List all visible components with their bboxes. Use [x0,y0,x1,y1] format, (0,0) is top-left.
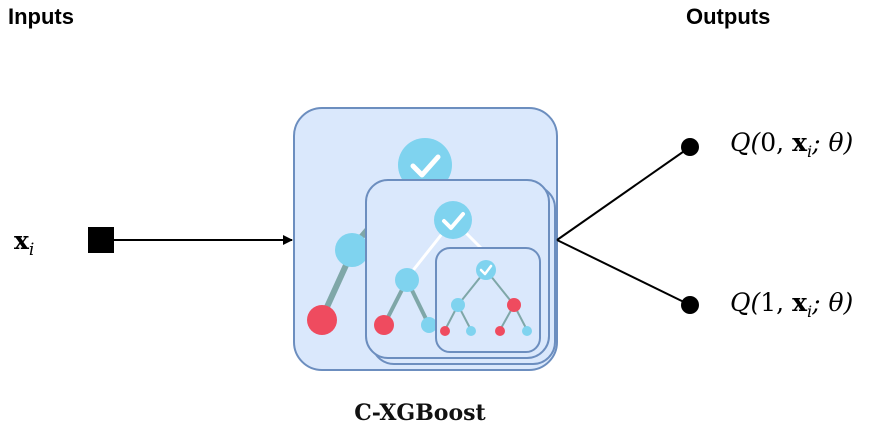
check-icon [410,154,441,178]
input-vector-label: xi [14,226,34,260]
tree-medium-root-check-node [434,201,472,239]
output-edge-0 [556,146,691,241]
output-1-mid: , [776,288,793,317]
output-node-0 [681,138,699,156]
check-icon [479,264,493,276]
output-0-suffix: ; θ) [812,128,854,157]
tree-small-leaf [440,326,450,336]
tree-large-node [335,233,369,267]
input-node-square [88,227,114,253]
tree-small-node [507,298,521,312]
model-box-inner [435,247,541,353]
model-caption: C-XGBoost [354,400,486,426]
output-1-vec: x [792,288,807,317]
output-q-value-0: Q(0, xi; θ) [730,128,853,161]
tree-medium-icon [374,201,500,335]
tree-small-icon [440,260,532,336]
inputs-heading: Inputs [8,4,74,29]
output-edge-1 [556,239,691,306]
output-1-suffix: ; θ) [812,288,854,317]
output-1-action: 1 [760,288,777,317]
tree-small-leaf [466,326,476,336]
output-0-sub: i [806,142,813,161]
output-0-vec: x [792,128,807,157]
output-1-prefix: Q( [730,288,761,317]
c-xgboost-model [293,107,558,371]
tree-large-leaf [307,305,337,335]
check-icon [442,212,465,230]
output-q-value-1: Q(1, xi; θ) [730,288,853,321]
output-0-mid: , [776,128,793,157]
tree-large-root-check-node [398,138,452,192]
output-0-prefix: Q( [730,128,761,157]
tree-medium-leaf [421,317,437,333]
output-0-action: 0 [760,128,777,157]
tree-medium-node [395,268,419,292]
tree-small-root-check-node [476,260,496,280]
output-1-sub: i [806,302,813,321]
tree-medium-leaf [374,315,394,335]
tree-small-node [451,298,465,312]
input-vector-symbol: x [14,226,29,255]
input-vector-subscript: i [28,240,35,260]
tree-small-leaf [522,326,532,336]
outputs-heading: Outputs [686,4,771,29]
tree-small-leaf [495,326,505,336]
output-node-1 [681,296,699,314]
